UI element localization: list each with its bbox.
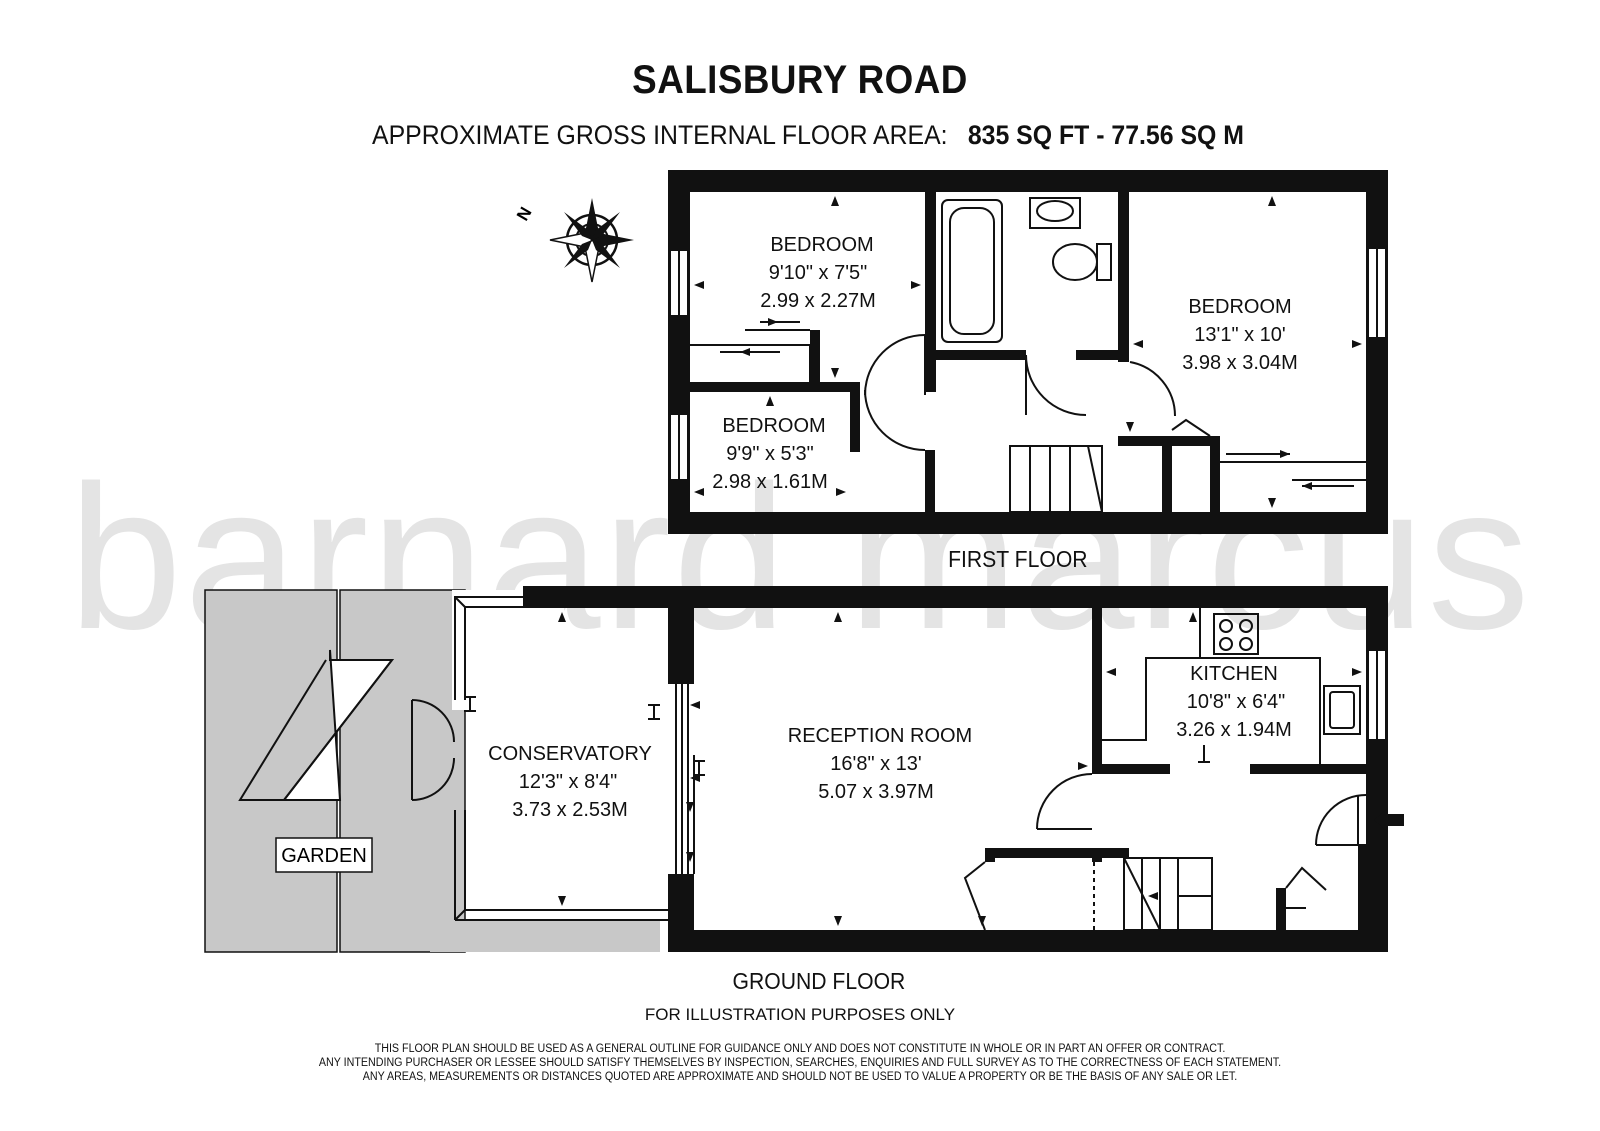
room-name: BEDROOM — [1188, 296, 1291, 318]
ground-floor-fixtures — [963, 608, 1387, 931]
floor-area-line: APPROXIMATE GROSS INTERNAL FLOOR AREA: 83… — [372, 120, 1244, 151]
ground-floor-dimension-markers — [464, 612, 1404, 926]
compass-rose-icon — [549, 198, 634, 283]
garden-label-box: GARDEN — [275, 837, 373, 873]
first-floor-plan — [668, 170, 1388, 534]
first-floor-dimension-markers — [694, 196, 1362, 508]
room-name: KITCHEN — [1190, 663, 1278, 685]
room-name: BEDROOM — [770, 234, 873, 256]
room-size-imperial: 12'3" x 8'4" — [519, 771, 618, 793]
room-label-conservatory: CONSERVATORY 12'3" x 8'4" 3.73 x 2.53M — [488, 743, 652, 821]
room-size-metric: 3.73 x 2.53M — [512, 799, 628, 821]
page-title: SALISBURY ROAD — [632, 58, 968, 102]
room-label-bedroom-1: BEDROOM 9'10" x 7'5" 2.99 x 2.27M — [760, 234, 876, 312]
room-size-metric: 2.98 x 1.61M — [712, 471, 828, 493]
room-name: CONSERVATORY — [488, 743, 652, 765]
room-size-metric: 2.99 x 2.27M — [760, 290, 876, 312]
disclaimer-line: ANY AREAS, MEASUREMENTS OR DISTANCES QUO… — [362, 1071, 1238, 1083]
disclaimer: THIS FLOOR PLAN SHOULD BE USED AS A GENE… — [56, 1042, 1544, 1084]
ground-floor-label: GROUND FLOOR — [732, 968, 906, 994]
room-size-metric: 3.26 x 1.94M — [1176, 719, 1292, 741]
room-label-kitchen: KITCHEN 10'8" x 6'4" 3.26 x 1.94M — [1176, 663, 1292, 741]
room-name: BEDROOM — [722, 415, 825, 437]
room-label-reception-room: RECEPTION ROOM 16'8" x 13' 5.07 x 3.97M — [788, 725, 972, 803]
conservatory-walls — [411, 596, 695, 921]
garden-area — [204, 589, 660, 953]
room-size-metric: 3.98 x 3.04M — [1182, 352, 1298, 374]
room-name: RECEPTION ROOM — [788, 725, 972, 747]
room-size-imperial: 9'10" x 7'5" — [769, 262, 868, 284]
room-size-imperial: 13'1" x 10' — [1194, 324, 1285, 346]
room-label-bedroom-3: BEDROOM 13'1" x 10' 3.98 x 3.04M — [1182, 296, 1298, 374]
disclaimer-line: THIS FLOOR PLAN SHOULD BE USED AS A GENE… — [374, 1043, 1226, 1055]
first-floor-fixtures — [669, 197, 1387, 513]
room-label-bedroom-2: BEDROOM 9'9" x 5'3" 2.98 x 1.61M — [712, 415, 828, 493]
room-size-metric: 5.07 x 3.97M — [818, 781, 934, 803]
floor-area-value: 835 SQ FT - 77.56 SQ M — [967, 120, 1244, 150]
compass-north-label: N — [513, 204, 536, 224]
room-size-imperial: 10'8" x 6'4" — [1187, 691, 1286, 713]
floor-area-label: APPROXIMATE GROSS INTERNAL FLOOR AREA: — [372, 120, 948, 150]
illustration-note: FOR ILLUSTRATION PURPOSES ONLY — [644, 1005, 956, 1024]
disclaimer-line: ANY INTENDING PURCHASER OR LESSEE SHOULD… — [318, 1057, 1282, 1069]
garden-label: GARDEN — [281, 845, 367, 867]
entrance-arrow-icon — [1374, 808, 1404, 832]
room-size-imperial: 16'8" x 13' — [830, 753, 921, 775]
room-size-imperial: 9'9" x 5'3" — [726, 443, 813, 465]
first-floor-label: FIRST FLOOR — [948, 546, 1088, 572]
